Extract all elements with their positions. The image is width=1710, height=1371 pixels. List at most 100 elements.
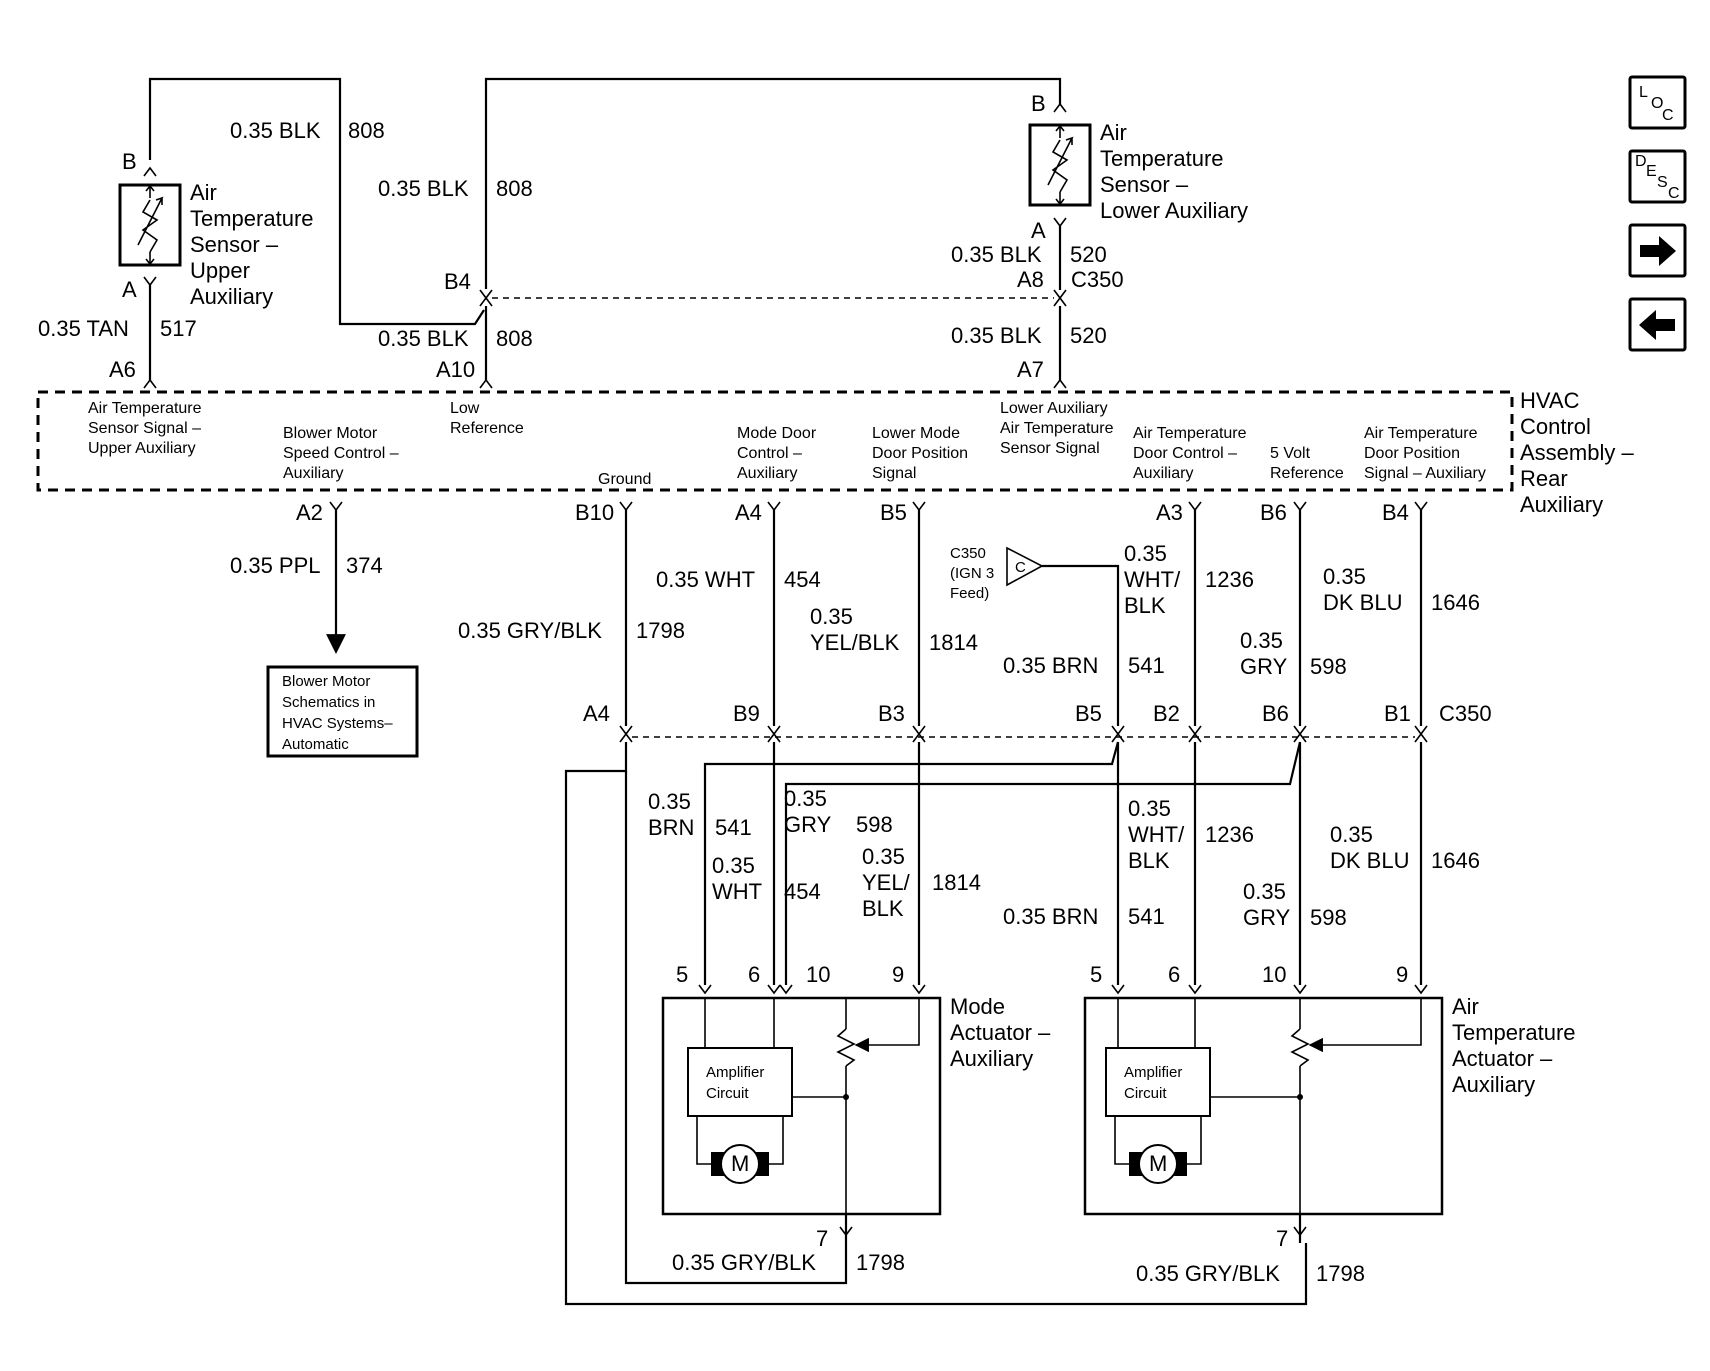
svg-text:(IGN 3: (IGN 3 [950,565,994,582]
svg-text:Blower Motor: Blower Motor [283,425,378,442]
svg-text:Air: Air [1452,994,1479,1019]
svg-text:BLK: BLK [1124,593,1166,618]
svg-text:C: C [1015,559,1026,576]
svg-text:808: 808 [496,176,533,201]
low-reference-circuit: 0.35 BLK 808 B4 0.35 BLK 808 A10 [378,77,1062,389]
svg-text:0.35 PPL: 0.35 PPL [230,553,321,578]
c350-connector-row: A4 B9 B3 B5 B2 B6 B1 C350 [583,701,1492,743]
svg-text:454: 454 [784,879,821,904]
svg-text:0.35: 0.35 [1243,879,1286,904]
svg-text:1814: 1814 [932,870,981,895]
svg-text:Actuator –: Actuator – [950,1020,1051,1045]
svg-text:0.35 WHT: 0.35 WHT [656,567,755,592]
svg-text:0.35: 0.35 [648,789,691,814]
svg-text:Door Position: Door Position [872,445,968,462]
svg-text:A8: A8 [1017,267,1044,292]
svg-text:A3: A3 [1156,500,1183,525]
svg-text:DK BLU: DK BLU [1323,590,1402,615]
svg-text:Auxiliary: Auxiliary [1520,492,1603,517]
svg-text:Mode Door: Mode Door [737,425,817,442]
svg-text:541: 541 [715,815,752,840]
svg-text:Door Position: Door Position [1364,445,1460,462]
svg-text:Sensor –: Sensor – [190,232,279,257]
air-temperature-actuator: 5 6 10 9 Air Temperature Actuator – Auxi… [1083,962,1576,1286]
svg-text:1646: 1646 [1431,590,1480,615]
svg-text:Auxiliary: Auxiliary [1133,465,1193,482]
svg-text:6: 6 [748,962,760,987]
svg-text:Reference: Reference [1270,465,1344,482]
svg-text:M: M [731,1151,749,1176]
svg-text:0.35 BLK: 0.35 BLK [378,326,469,351]
svg-text:808: 808 [348,118,385,143]
svg-text:Lower Auxiliary: Lower Auxiliary [1100,198,1248,223]
svg-text:Reference: Reference [450,420,524,437]
svg-text:WHT/: WHT/ [1124,567,1181,592]
svg-text:A6: A6 [109,357,136,382]
svg-text:Temperature: Temperature [190,206,314,231]
svg-text:C350: C350 [1071,267,1124,292]
svg-text:454: 454 [784,567,821,592]
svg-text:1798: 1798 [856,1250,905,1275]
svg-text:Circuit: Circuit [1124,1085,1167,1102]
svg-text:C350: C350 [1439,701,1492,726]
svg-text:Auxiliary: Auxiliary [1452,1072,1535,1097]
svg-text:520: 520 [1070,323,1107,348]
svg-text:C: C [1662,107,1674,124]
svg-text:10: 10 [806,962,830,987]
previous-arrow-button[interactable] [1628,297,1687,352]
svg-text:598: 598 [1310,905,1347,930]
svg-text:1646: 1646 [1431,848,1480,873]
svg-text:Lower Auxiliary: Lower Auxiliary [1000,400,1108,417]
svg-text:S: S [1657,174,1668,191]
svg-text:Blower Motor: Blower Motor [282,673,370,690]
lower-wiring: 0.35 BRN 541 0.35 GRY 598 0.35 WHT 454 0… [564,741,1480,1306]
svg-text:Control –: Control – [737,445,802,462]
next-arrow-button[interactable] [1628,223,1687,278]
svg-text:0.35 BRN: 0.35 BRN [1003,904,1098,929]
lower-air-temp-sensor: B Air Temperature Sensor – Lower Auxilia… [951,91,1248,389]
svg-text:GRY: GRY [1243,905,1291,930]
svg-text:Auxiliary: Auxiliary [737,465,797,482]
svg-text:0.35 GRY/BLK: 0.35 GRY/BLK [458,618,602,643]
svg-text:374: 374 [346,553,383,578]
thermistor-icon [137,196,164,253]
svg-text:Mode: Mode [950,994,1005,1019]
svg-text:Sensor Signal –: Sensor Signal – [88,420,201,437]
svg-text:0.35 BLK: 0.35 BLK [230,118,321,143]
svg-text:B9: B9 [733,701,760,726]
hvac-control-assembly: HVAC Control Assembly – Rear Auxiliary A… [36,388,1634,517]
svg-text:B6: B6 [1260,500,1287,525]
thermistor-icon [1047,136,1074,193]
svg-text:Sensor Signal: Sensor Signal [1000,440,1100,457]
svg-text:7: 7 [816,1226,828,1251]
blower-motor-reference-box[interactable]: Blower Motor Schematics in HVAC Systems–… [266,665,419,758]
svg-text:0.35: 0.35 [1128,796,1171,821]
svg-text:A2: A2 [296,500,323,525]
svg-text:M: M [1149,1151,1167,1176]
svg-text:A4: A4 [735,500,762,525]
svg-text:GRY: GRY [1240,654,1288,679]
location-button[interactable]: L O C [1628,75,1687,130]
svg-text:B1: B1 [1384,701,1411,726]
svg-text:Air: Air [190,180,217,205]
ign-feed-connector-icon [1006,546,1044,587]
svg-text:DK BLU: DK BLU [1330,848,1409,873]
svg-text:541: 541 [1128,653,1165,678]
svg-text:598: 598 [856,812,893,837]
upper-air-temp-sensor: 0.35 BLK 808 B Air Temperature Sensor – … [38,77,485,389]
svg-text:B: B [122,149,137,174]
svg-text:Automatic: Automatic [282,736,349,753]
svg-text:Rear: Rear [1520,466,1568,491]
svg-text:Ground: Ground [598,471,651,488]
description-button[interactable]: D E S C [1628,149,1687,204]
svg-text:BRN: BRN [648,815,694,840]
svg-text:517: 517 [160,316,197,341]
svg-text:0.35: 0.35 [784,786,827,811]
svg-text:5 Volt: 5 Volt [1270,445,1311,462]
svg-text:Signal – Auxiliary: Signal – Auxiliary [1364,465,1486,482]
svg-text:0.35: 0.35 [862,844,905,869]
svg-text:O: O [1651,95,1663,112]
svg-text:B5: B5 [1075,701,1102,726]
svg-text:HVAC: HVAC [1520,388,1580,413]
